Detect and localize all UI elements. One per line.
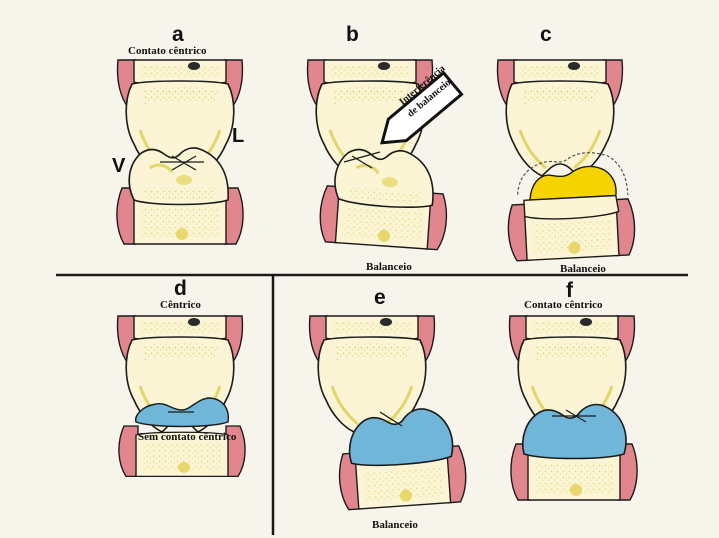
panel-e-caption: Balanceio	[372, 520, 418, 531]
panel-a-caption: Contato cêntrico	[128, 46, 207, 57]
panel-e	[310, 316, 468, 510]
panel-f	[510, 316, 638, 500]
panel-f-caption: Contato cêntrico	[524, 300, 603, 311]
upper-tooth-icon	[498, 60, 623, 176]
panel-b-letter: b	[346, 24, 359, 45]
panel-b-caption: Balanceio	[366, 262, 412, 273]
panel-d-caption: Cêntrico	[160, 300, 201, 311]
panel-e-letter: e	[374, 287, 386, 308]
panel-d-letter: d	[174, 278, 187, 299]
panel-c-letter: c	[540, 24, 552, 45]
panel-a	[117, 60, 243, 244]
panel-a-letter: a	[172, 24, 184, 45]
panel-d	[118, 316, 246, 476]
panel-d-note: Sem contato cêntrico	[138, 432, 236, 443]
panel-c	[498, 60, 637, 261]
vestibular-label: V	[112, 156, 125, 176]
lingual-label: L	[232, 126, 244, 146]
panel-f-letter: f	[566, 280, 573, 301]
lower-tooth-icon	[511, 405, 637, 500]
panel-c-caption: Balanceio	[560, 264, 606, 275]
